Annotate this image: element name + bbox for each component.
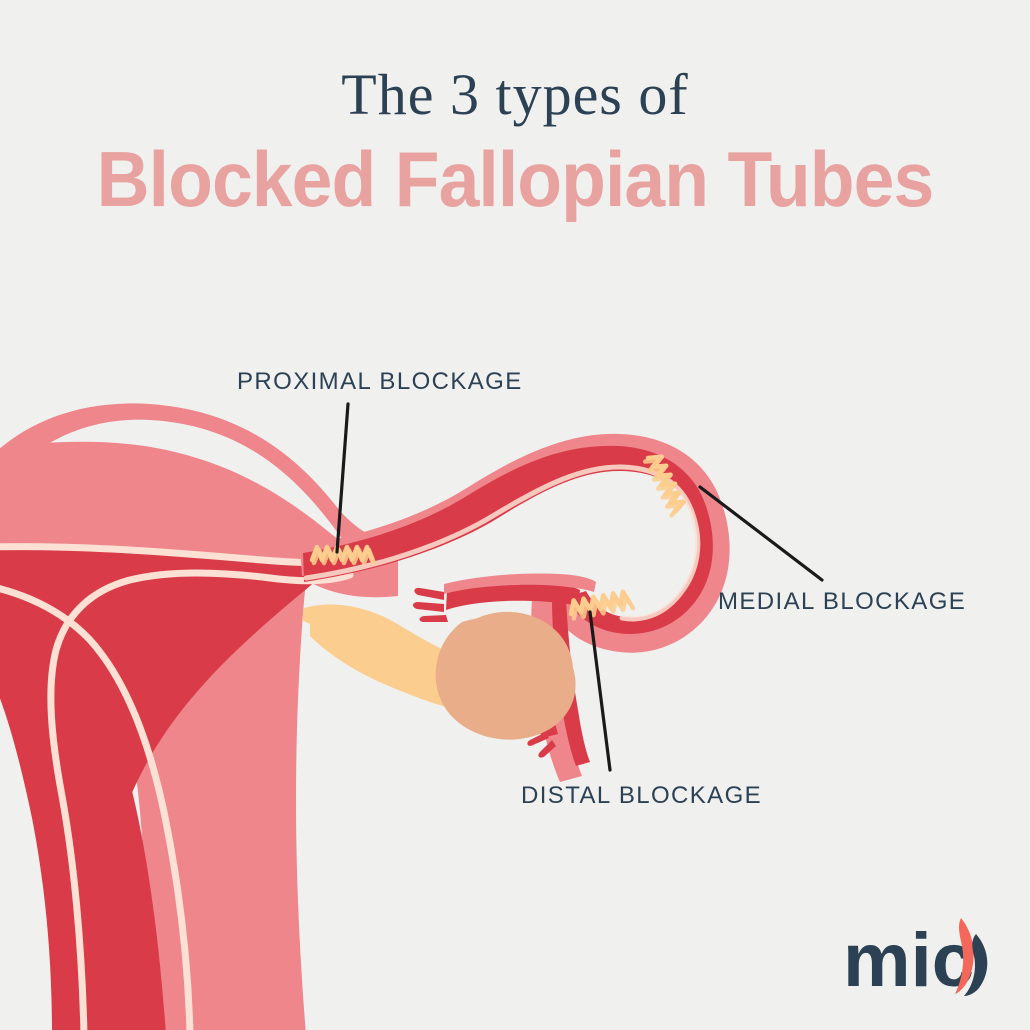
ovarian-ligament [302, 604, 474, 710]
leader-line-medial [698, 485, 824, 582]
logo-crescent-icon [964, 934, 988, 996]
leader-lines [335, 402, 824, 772]
page-title: The 3 types of Blocked Fallopian Tubes [0, 62, 1030, 224]
tube-inner-outline [303, 464, 701, 622]
tube-lumen [303, 445, 713, 634]
ovary [435, 611, 576, 740]
logo-wordmark: mic [843, 918, 974, 1003]
leader-line-proximal [335, 402, 350, 554]
fimbriae-sheath [444, 573, 596, 594]
callout-label-proximal: PROXIMAL BLOCKAGE [237, 368, 523, 395]
mic-logo: mic [843, 918, 988, 1003]
callout-label-distal: DISTAL BLOCKAGE [521, 782, 763, 809]
logo-swoosh-icon [955, 918, 974, 994]
callout-label-medial: MEDIAL BLOCKAGE [718, 588, 967, 615]
leader-line-distal [588, 610, 612, 772]
title-line-1: The 3 types of [341, 62, 689, 127]
title-line-2: Blocked Fallopian Tubes [96, 135, 935, 223]
